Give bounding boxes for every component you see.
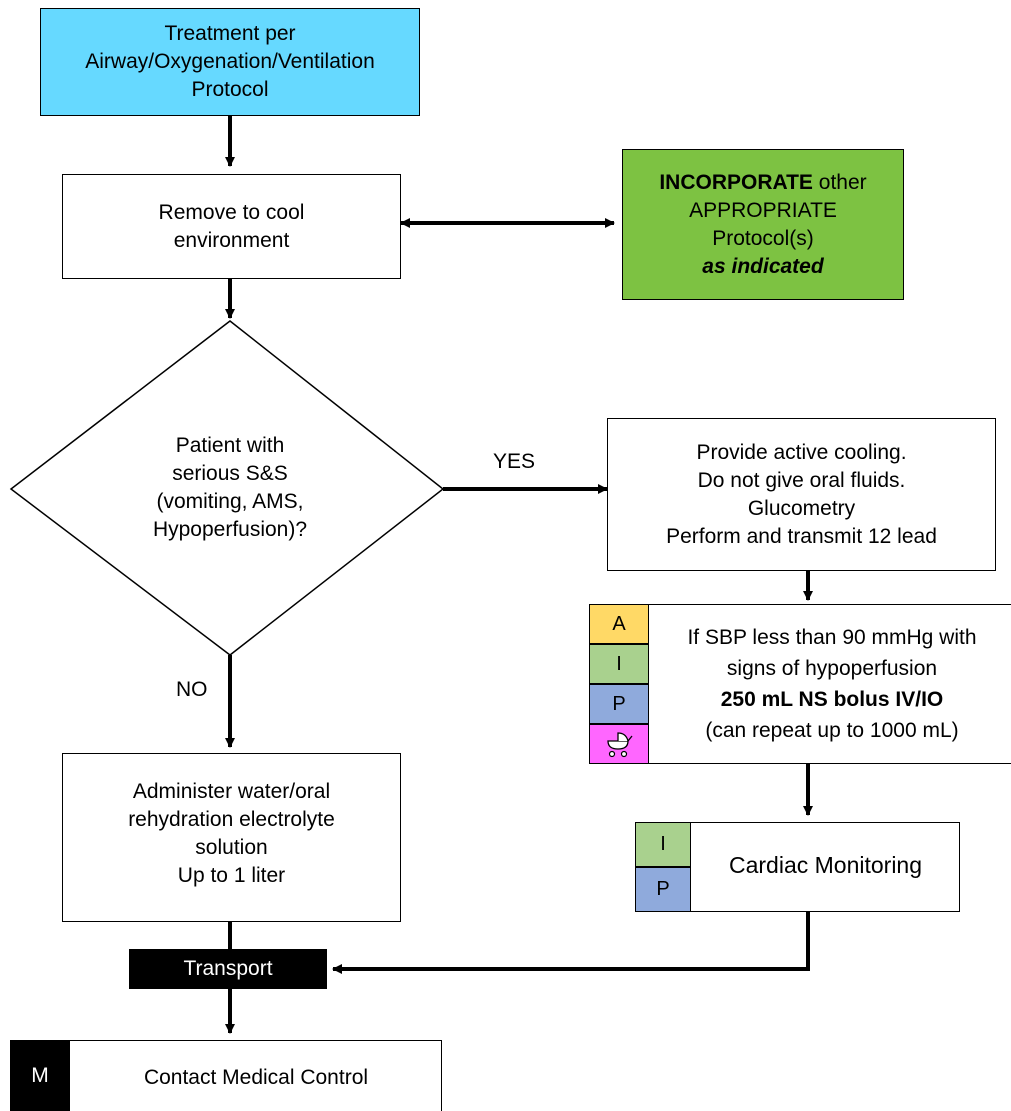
- cardiac-label: Cardiac Monitoring: [728, 852, 923, 878]
- sbp-text: If SBP less than 90 mmHg with signs of h…: [649, 622, 1011, 746]
- incorporate-line-2: APPROPRIATE: [689, 198, 837, 222]
- decision-line-3: (vomiting, AMS,: [156, 490, 304, 513]
- sbp-note: (can repeat up to 1000 mL): [705, 719, 959, 742]
- decision-line-2: serious S&S: [172, 462, 288, 485]
- medical-label: Contact Medical Control: [143, 1066, 369, 1089]
- sbp-bolus: 250 mL NS bolus IV/IO: [720, 688, 944, 711]
- badge-a: A: [589, 604, 649, 644]
- airway-protocol-box: Treatment per Airway/Oxygenation/Ventila…: [40, 8, 420, 116]
- cool-line-2: environment: [173, 228, 290, 252]
- cooling-line-1: Provide active cooling.: [696, 440, 907, 464]
- decision-line-1: Patient with: [175, 434, 285, 457]
- yes-label: YES: [493, 450, 536, 473]
- decision-diamond: [9, 320, 445, 656]
- incorporate-line-1: INCORPORATE other: [659, 169, 866, 197]
- arrow-cardiac-to-transport: [332, 910, 810, 974]
- incorporate-line-3: Protocol(s): [712, 226, 814, 250]
- incorporate-rest: other: [812, 170, 867, 194]
- cooling-line-4: Perform and transmit 12 lead: [666, 524, 937, 548]
- incorporate-protocols-box: INCORPORATE other APPROPRIATE Protocol(s…: [622, 149, 904, 300]
- water-line-2: rehydration electrolyte: [128, 808, 335, 831]
- cooling-line-3: Glucometry: [747, 496, 856, 520]
- sbp-line-1: If SBP less than 90 mmHg with: [687, 626, 977, 649]
- cardiac-badge-i: I: [635, 822, 691, 867]
- badge-i: I: [589, 644, 649, 684]
- water-line-4: Up to 1 liter: [177, 864, 286, 887]
- decision-text: Patient with serious S&S (vomiting, AMS,…: [120, 432, 340, 544]
- transport-box: Transport: [129, 949, 327, 989]
- medical-control-box: [10, 1040, 442, 1111]
- sbp-line-2: signs of hypoperfusion: [726, 657, 938, 680]
- airway-line-1: Treatment per: [164, 22, 296, 45]
- water-line-3: solution: [195, 836, 268, 859]
- sbp-box: [589, 604, 1011, 764]
- cooling-line-2: Do not give oral fluids.: [697, 468, 906, 492]
- active-cooling-box: Provide active cooling. Do not give oral…: [607, 418, 996, 571]
- baby-stroller-icon: [589, 724, 649, 764]
- cool-line-1: Remove to cool: [158, 200, 305, 224]
- airway-line-3: Protocol: [191, 78, 269, 101]
- incorporate-bold: INCORPORATE: [659, 170, 813, 194]
- cardiac-badge-p: P: [635, 867, 691, 912]
- oral-rehydration-box: Administer water/oral rehydration electr…: [62, 753, 401, 922]
- cool-environment-box: Remove to cool environment: [62, 174, 401, 279]
- decision-line-4: Hypoperfusion)?: [152, 518, 308, 541]
- airway-line-2: Airway/Oxygenation/Ventilation: [85, 50, 375, 73]
- medical-badge: M: [10, 1040, 70, 1111]
- no-label: NO: [176, 678, 208, 701]
- badge-p: P: [589, 684, 649, 724]
- incorporate-emphasis: as indicated: [702, 254, 824, 278]
- water-line-1: Administer water/oral: [132, 780, 331, 803]
